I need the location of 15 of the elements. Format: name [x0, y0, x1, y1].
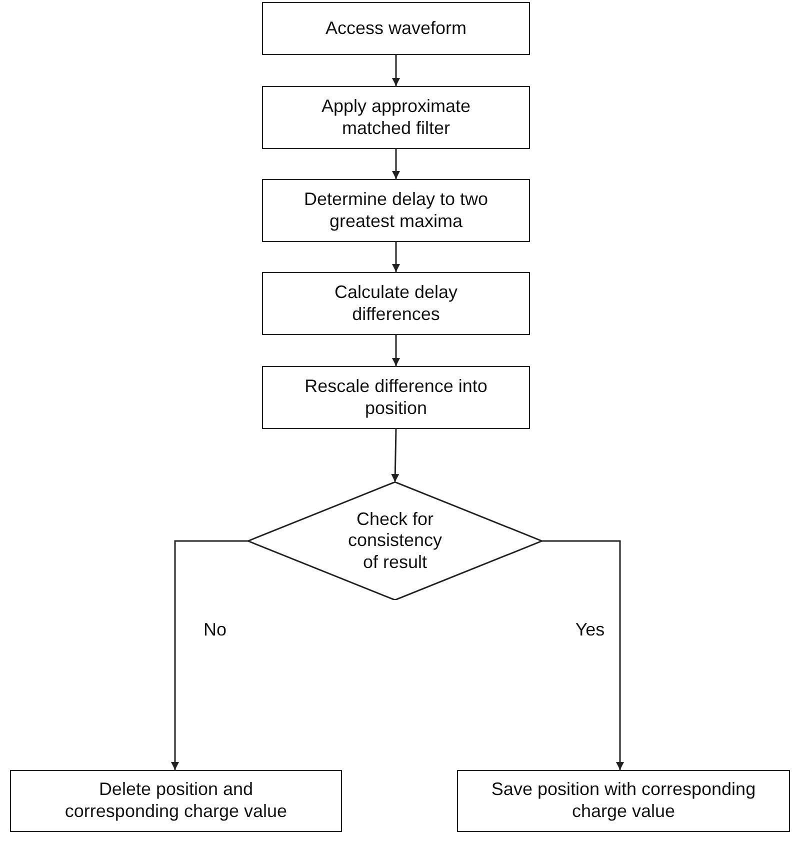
process-box: Determine delay to two greatest maxima [262, 179, 530, 242]
arrow [392, 149, 400, 179]
arrow [392, 242, 400, 272]
process-box: Access waveform [262, 2, 530, 55]
decision-diamond: Check for consistency of result [248, 482, 542, 600]
arrow [542, 540, 624, 770]
arrow [392, 335, 400, 366]
arrow [391, 428, 400, 482]
process-box: Apply approximate matched filter [262, 86, 530, 149]
arrow [171, 540, 248, 770]
process-box: Calculate delay differences [262, 272, 530, 335]
process-box: Rescale difference into position [262, 366, 530, 429]
process-box: Save position with corresponding charge value [457, 770, 790, 832]
process-box: Delete position and corresponding charge value [10, 770, 342, 832]
arrow [392, 55, 400, 86]
